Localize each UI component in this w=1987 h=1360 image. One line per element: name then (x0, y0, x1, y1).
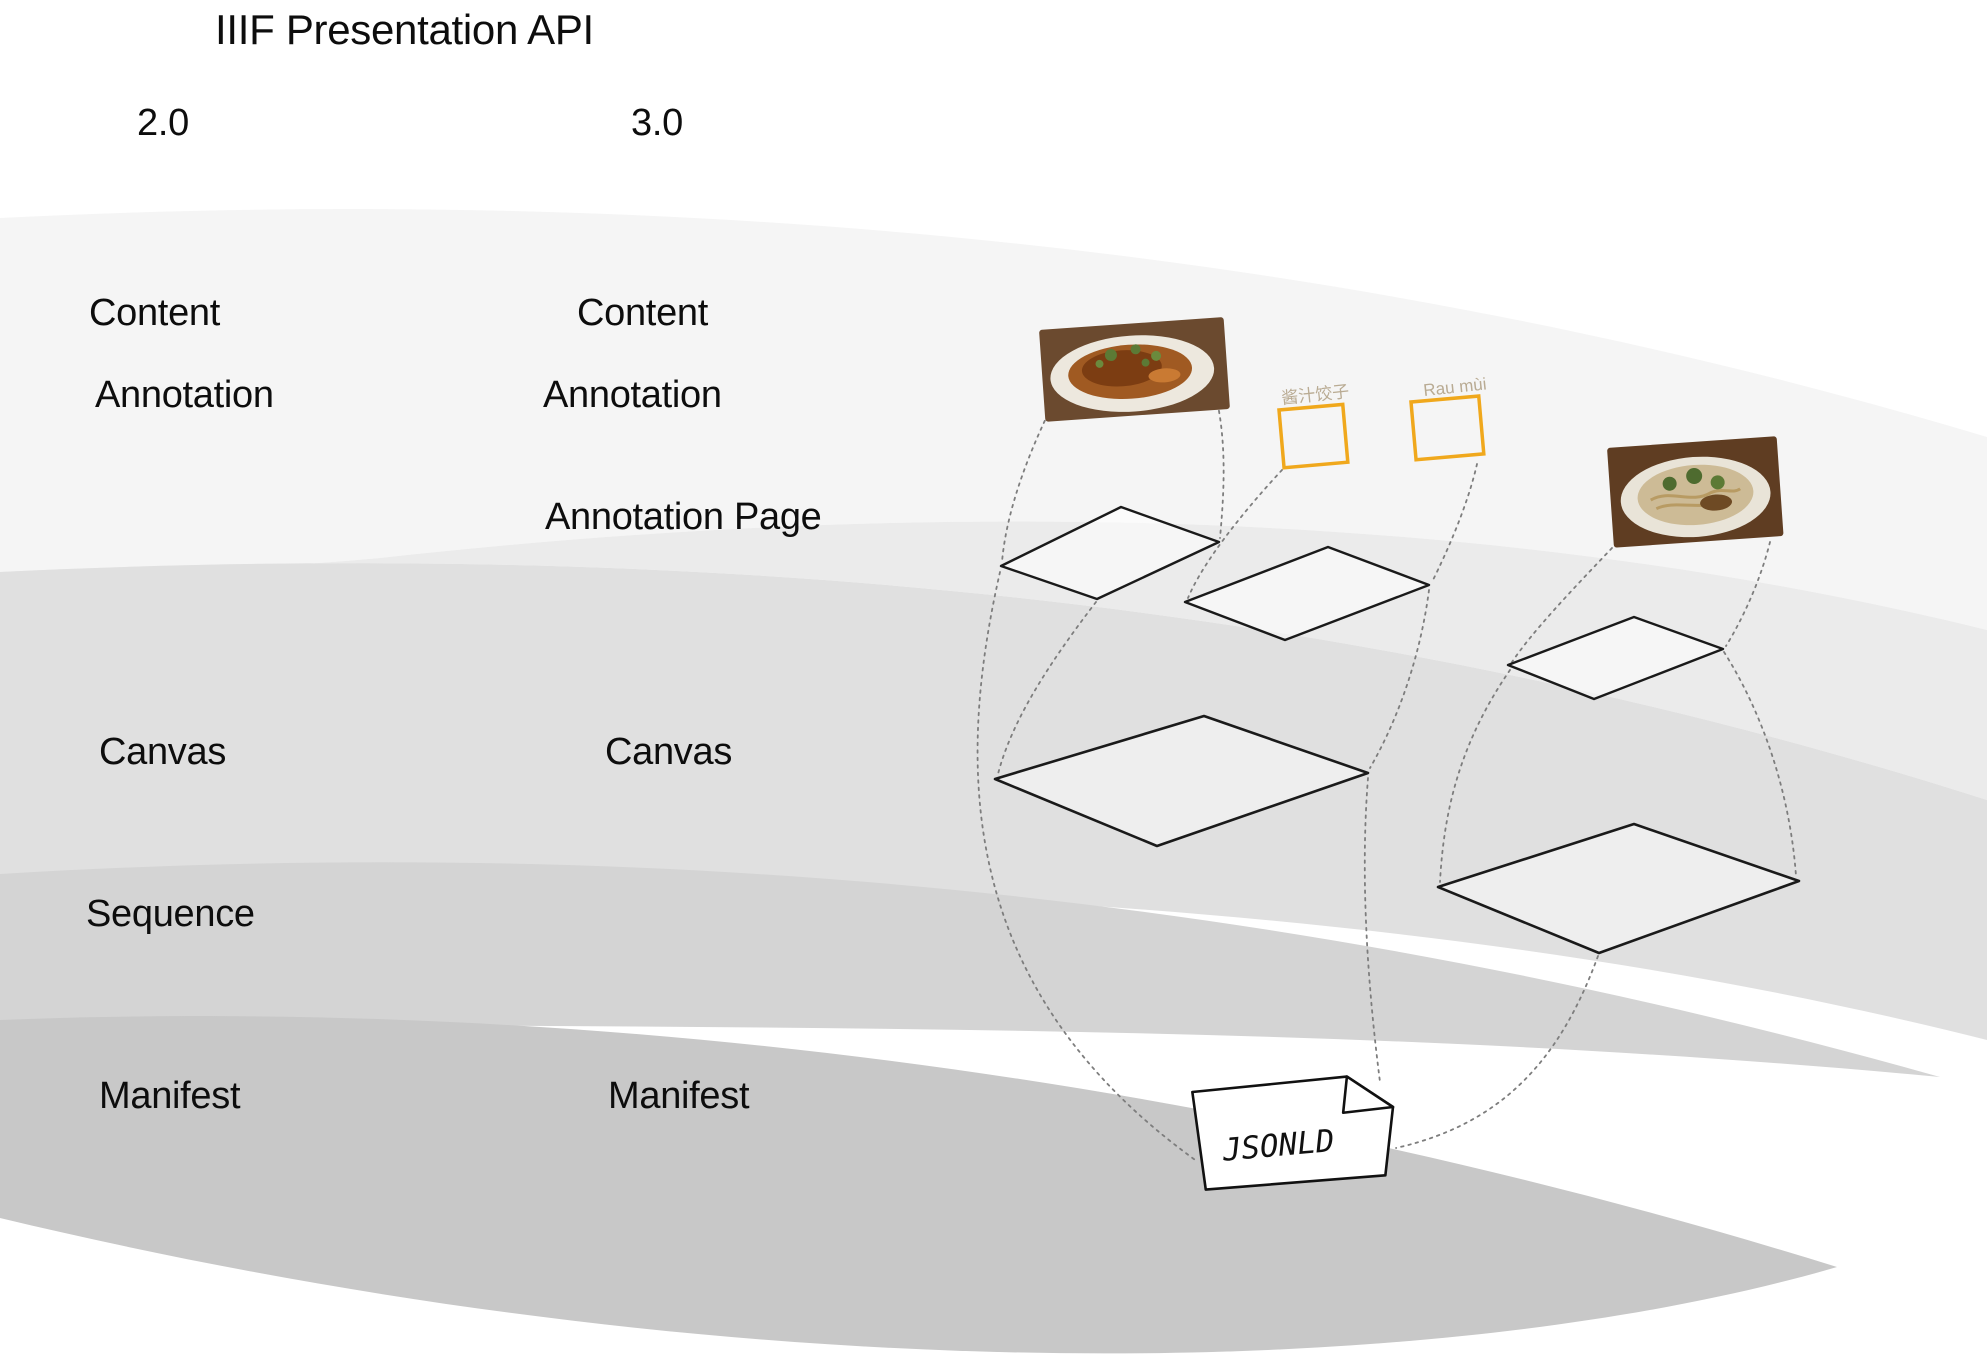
canvas-shape (993, 714, 1370, 848)
layer-label-annotation-v2: Annotation (95, 374, 274, 416)
version-2-label: 2.0 (137, 102, 189, 144)
connector-line (1215, 395, 1225, 539)
garnish (1151, 350, 1162, 361)
diagram-title: IIIF Presentation API (215, 6, 594, 53)
connector-line (1431, 463, 1478, 583)
greens (1686, 467, 1703, 484)
garnish (1104, 349, 1117, 362)
layer-label-annotation-page: Annotation Page (545, 496, 822, 538)
band-manifest (0, 1016, 1837, 1354)
connector-line (1723, 651, 1797, 877)
annotation-box-outline (1277, 402, 1350, 470)
annotation-page-shapes (999, 505, 1725, 701)
layer-label-annotation-v3: Annotation (543, 374, 722, 416)
noodle-strands (1649, 487, 1742, 502)
canvas-shapes (993, 714, 1801, 955)
connector-line (1187, 469, 1283, 599)
garnish (1095, 359, 1104, 368)
greens (1662, 476, 1677, 491)
meat (1081, 350, 1162, 387)
version-3-label: 3.0 (631, 102, 683, 144)
dotted-connectors (976, 395, 1797, 1163)
layer-label-canvas-v2: Canvas (99, 731, 227, 773)
connector-line (1363, 777, 1381, 1083)
annotation-page-shape (1506, 615, 1725, 701)
connector-line (1369, 589, 1430, 769)
annotation-page-shape (1183, 545, 1431, 642)
band-content-annotation (0, 209, 1987, 630)
band-sequence (0, 862, 1940, 1077)
band-canvas (0, 563, 1987, 1040)
connector-line (997, 601, 1097, 775)
canvas-shape (1436, 822, 1801, 955)
layer-label-content-v3: Content (577, 292, 708, 334)
connector-line (976, 571, 1199, 1163)
layer-label-content-v2: Content (89, 292, 220, 334)
document-fold-corner (1341, 1075, 1395, 1115)
dish-photo-1 (1039, 317, 1230, 422)
garnish (1130, 344, 1141, 355)
band-annotation-page (0, 521, 1987, 800)
layer-label-sequence: Sequence (86, 893, 255, 935)
jsonld-document-icon: JSONLD (1191, 1075, 1395, 1191)
meat (1700, 494, 1733, 511)
greens (1710, 475, 1725, 490)
layer-label-manifest-v3: Manifest (608, 1075, 750, 1117)
annotation-box-outline (1409, 394, 1486, 462)
text-annotation-box-2 (1409, 394, 1486, 462)
layer-label-manifest-v2: Manifest (99, 1075, 241, 1117)
text-annotation-box-1 (1277, 402, 1350, 470)
annotation-page-shape (999, 505, 1221, 601)
sauce-highlight (1148, 368, 1181, 383)
layer-label-canvas-v3: Canvas (605, 731, 733, 773)
garnish (1141, 358, 1150, 367)
connector-line (1511, 547, 1613, 663)
connector-line (1725, 541, 1771, 647)
dish-photo-2 (1607, 436, 1784, 548)
connector-line (1439, 669, 1511, 883)
